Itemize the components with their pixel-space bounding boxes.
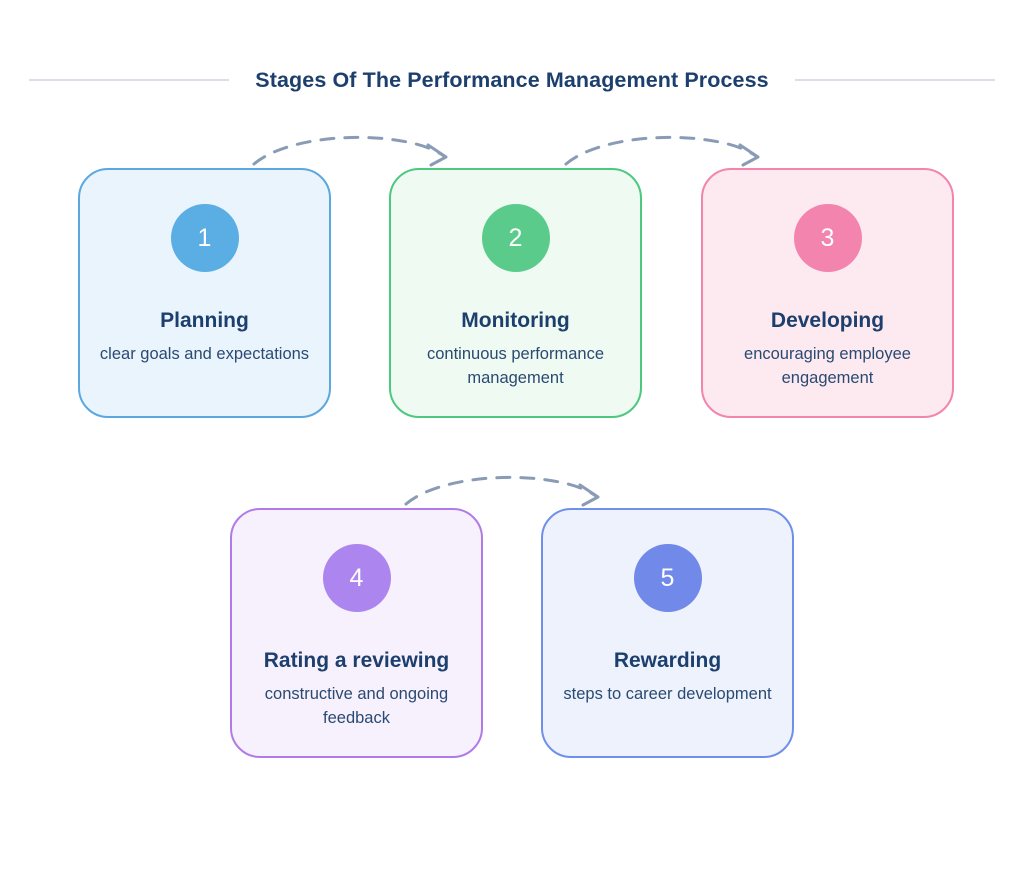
stage-description-3: encouraging employee engagement: [744, 345, 911, 387]
stage-title-1: Planning: [160, 309, 249, 332]
stage-number-badge-1: 1: [170, 204, 239, 272]
stage-number-2: 2: [508, 223, 523, 252]
stage-card-2[interactable]: 2 Monitoring continuous performance mana…: [389, 168, 642, 418]
stage-card-4[interactable]: 4 Rating a reviewing constructive and on…: [230, 508, 483, 758]
stage-card-3[interactable]: 3 Developing encouraging employee engage…: [701, 168, 954, 418]
stage-title-2: Monitoring: [461, 309, 570, 332]
stage-number-badge-5: 5: [633, 544, 702, 612]
arrow-stage1-to-stage2: [252, 135, 448, 167]
stage-number-badge-4: 4: [322, 544, 391, 612]
stage-number-badge-2: 2: [481, 204, 550, 272]
stage-title-4: Rating a reviewing: [263, 649, 450, 672]
stage-description-1: clear goals and expectations: [99, 345, 310, 364]
stage-number-1: 1: [197, 223, 212, 252]
stage-number-4: 4: [349, 563, 364, 592]
arrow-stage2-to-stage3: [564, 135, 760, 167]
stage-title-5: Rewarding: [613, 649, 722, 672]
stage-number-3: 3: [820, 223, 835, 252]
stage-description-5: steps to career development: [563, 685, 772, 704]
stage-description-2: continuous performance management: [426, 345, 605, 387]
title-rule-right: [794, 79, 995, 81]
stage-number-5: 5: [660, 563, 675, 592]
page-title: Stages Of The Performance Management Pro…: [255, 67, 769, 92]
stage-number-badge-3: 3: [793, 204, 862, 272]
stage-description-4: constructive and ongoing feedback: [264, 685, 449, 727]
stage-title-3: Developing: [770, 309, 885, 332]
title-rule-left: [29, 79, 230, 81]
stage-card-1[interactable]: 1 Planning clear goals and expectations: [78, 168, 331, 418]
arrow-stage4-to-stage5: [404, 475, 600, 507]
stage-card-5[interactable]: 5 Rewarding steps to career development: [541, 508, 794, 758]
title-row: Stages Of The Performance Management Pro…: [0, 62, 1024, 98]
